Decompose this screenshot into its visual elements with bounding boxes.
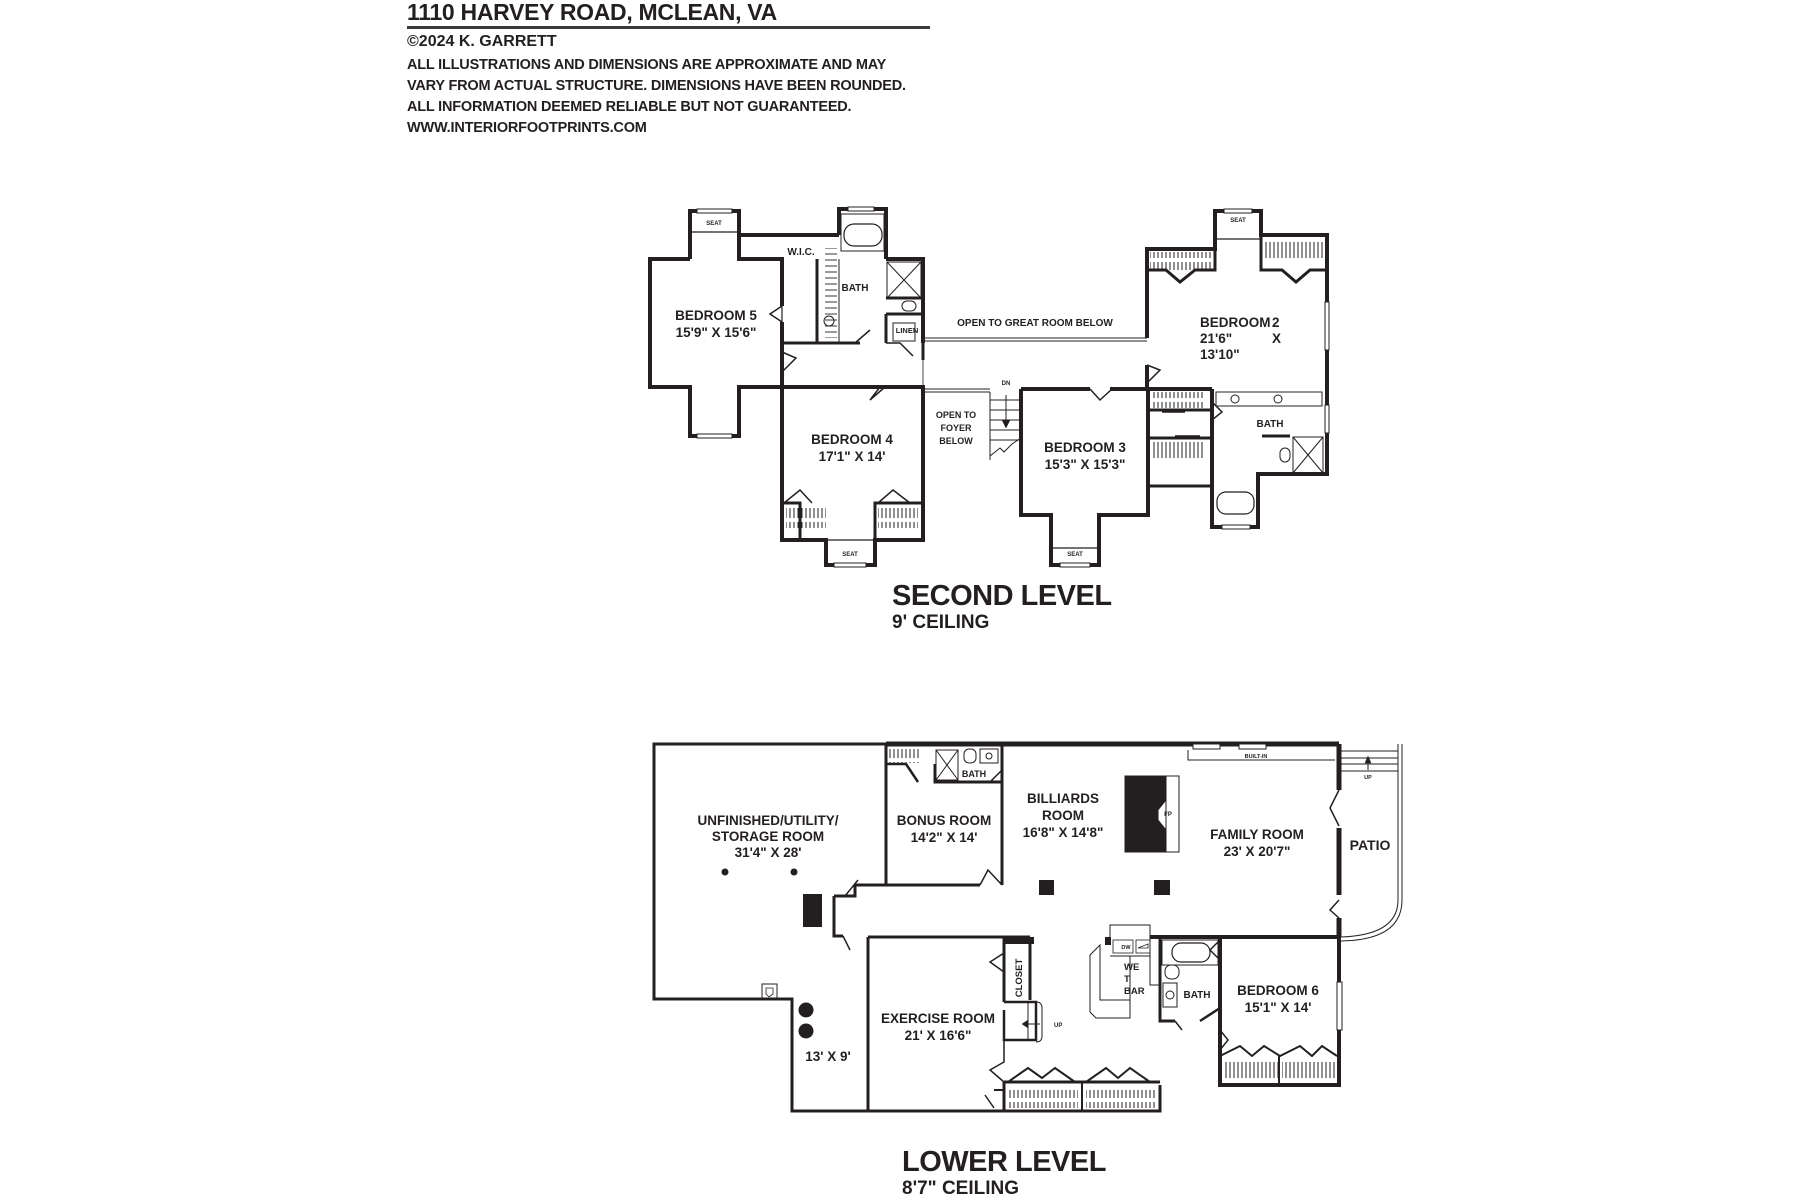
family-room-name: FAMILY ROOM [1210,827,1304,842]
bedroom-2-dim1: 21'6" [1200,331,1232,346]
second-level-labels: BEDROOM 5 15'9" X 15'6" W.I.C. BATH LINE… [675,218,1283,558]
hall-closets [1004,1066,1160,1111]
disclaimer-line: ALL INFORMATION DEEMED RELIABLE BUT NOT … [407,99,852,115]
unfinished-line: UNFINISHED/UTILITY/ [698,813,839,828]
billiards-line: ROOM [1042,808,1084,823]
open-to-great-room-label: OPEN TO GREAT ROOM BELOW [957,318,1113,329]
ceiling-height: 8'7" CEILING [902,1178,1019,1199]
stairwell [923,388,1022,460]
linen-label: LINEN [896,326,919,335]
listing-header: 1110 HARVEY ROAD, MCLEAN, VA ©2024 K. GA… [407,0,930,139]
bedroom-5-dims: 15'9" X 15'6" [676,325,757,340]
bedroom-3-name: BEDROOM 3 [1044,440,1126,455]
wet-bar-line: BAR [1124,986,1145,997]
stairs-up-label: UP [1054,1023,1062,1029]
patio-label: PATIO [1350,837,1391,853]
level-name: SECOND LEVEL [892,580,1112,612]
exercise-room-dims: 21' X 16'6" [905,1028,972,1043]
bedroom-3 [1019,387,1150,568]
lower-level-plan [652,741,1403,1113]
copyright-notice: ©2024 K. GARRETT [407,33,557,50]
seat-label: SEAT [706,221,722,227]
bonus-room-name: BONUS ROOM [897,813,992,828]
exercise-room-name: EXERCISE ROOM [881,1011,995,1026]
patio [1340,744,1403,942]
patio-up-label: UP [1364,775,1372,781]
billiards-and-family-room [1039,743,1342,937]
bedroom-2-x: X [1272,331,1281,346]
lower-level-labels: UNFINISHED/UTILITY/ STORAGE ROOM 31'4" X… [698,754,1391,1064]
website-link[interactable]: WWW.INTERIORFOOTPRINTS.COM [407,120,647,136]
bedroom-3-dims: 15'3" X 15'3" [1045,457,1126,472]
bonus-room-dims: 14'2" X 14' [911,830,978,845]
disclaimer: ALL ILLUSTRATIONS AND DIMENSIONS ARE APP… [407,55,930,139]
bedroom-6-dims: 15'1" X 14' [1245,1000,1312,1015]
open-to-foyer-line: FOYER [940,423,972,433]
built-in-label: BUILT-IN [1245,754,1268,760]
bedroom-2-dim2: 13'10" [1200,347,1240,362]
bedroom-4-dims: 17'1" X 14' [819,449,886,464]
fireplace-label: FP [1164,812,1172,818]
second-level-plan [648,206,1330,568]
seat-label: SEAT [842,552,858,558]
property-address: 1110 HARVEY ROAD, MCLEAN, VA [407,0,930,29]
bedroom-2-bath [1210,389,1330,530]
bedroom-2-name: BEDROOM [1200,315,1271,330]
wic-label: W.I.C. [787,247,814,258]
unfinished-storage-room [652,742,886,1113]
open-to-foyer-line: BELOW [939,436,973,446]
ceiling-height: 9' CEILING [892,612,990,633]
bedroom-2 [1145,208,1330,391]
dishwasher-label: DW [1121,945,1131,951]
upper-hallway [781,337,1147,387]
closets-between-bedrooms [1148,387,1212,488]
second-level-title: SECOND LEVEL 9' CEILING [892,580,1112,634]
bedroom-4-name: BEDROOM 4 [811,432,893,447]
billiards-dims: 16'8" X 14'8" [1023,825,1104,840]
unfinished-line: STORAGE ROOM [712,829,824,844]
bath-label: BATH [1183,990,1210,1001]
bedroom-2-number: 2 [1272,315,1280,330]
lower-level-title: LOWER LEVEL 8'7" CEILING [902,1146,1106,1200]
bedroom-5-name: BEDROOM 5 [675,308,757,323]
disclaimer-line: VARY FROM ACTUAL STRUCTURE. DIMENSIONS H… [407,78,906,94]
bedroom-6-bath [1150,935,1339,1031]
family-room-dims: 23' X 20'7" [1224,844,1291,859]
bath-label: BATH [962,769,986,779]
bath-label: BATH [841,283,868,294]
bath-label: BATH [1256,419,1283,430]
wet-bar [1089,924,1160,1019]
seat-label: SEAT [1067,552,1083,558]
unfinished-dims: 31'4" X 28' [735,845,802,860]
wet-bar-line: WE [1124,962,1139,973]
bedroom-6 [1218,937,1343,1087]
bedroom-6-name: BEDROOM 6 [1237,983,1319,998]
closet-label: CLOSET [1014,959,1025,998]
bedroom-5 [648,208,839,439]
stairs-down-label: DN [1002,381,1011,387]
seat-label: SEAT [1230,218,1246,224]
open-to-foyer-line: OPEN TO [936,410,976,420]
level-name: LOWER LEVEL [902,1146,1106,1178]
billiards-line: BILLIARDS [1027,791,1099,806]
disclaimer-line: ALL ILLUSTRATIONS AND DIMENSIONS ARE APP… [407,57,887,73]
wet-bar-line: T [1124,974,1130,985]
bedroom-4 [780,385,925,568]
small-area-dims: 13' X 9' [805,1049,850,1064]
